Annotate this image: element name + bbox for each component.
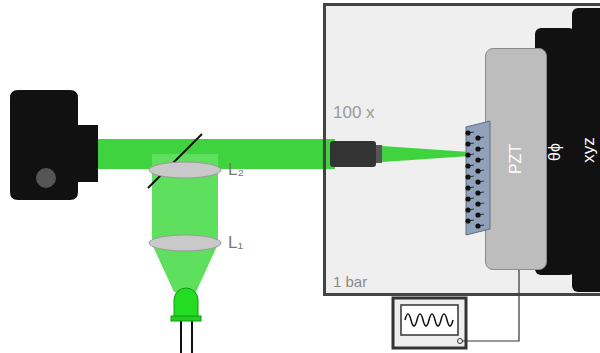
led-lead: [180, 318, 182, 353]
focused-beam: [382, 146, 470, 162]
led-rim: [171, 316, 201, 321]
chamber-label: 1 bar: [333, 273, 367, 290]
nanowire: [468, 198, 474, 199]
nanowire-tip: [465, 207, 470, 212]
nanowire: [478, 225, 484, 226]
nanowire: [478, 148, 484, 149]
nanowire: [478, 192, 484, 193]
chamber-ground: [323, 3, 600, 293]
xyz-stage: xyz: [572, 8, 600, 292]
nanowire: [468, 176, 474, 177]
lens-label: L₁: [228, 233, 243, 253]
nanowire-tip: [475, 190, 480, 195]
objective-label: 100 x: [333, 103, 375, 123]
beam-splitter: [148, 134, 202, 188]
nanowire-tip: [475, 223, 480, 228]
objective: [330, 141, 376, 167]
nanowire: [468, 132, 474, 133]
nanowire-tip: [465, 174, 470, 179]
generator-screen: [401, 305, 458, 335]
stage-label: PZT: [507, 144, 525, 174]
nanowire: [468, 143, 474, 144]
nanowire: [478, 159, 484, 160]
camera-button: [36, 168, 56, 188]
nanowire: [478, 203, 484, 204]
nanowire-tip: [475, 168, 480, 173]
nanowire-tip: [465, 130, 470, 135]
output-jack: [458, 339, 463, 344]
stage-label: θϕ: [546, 143, 564, 161]
nanowire: [478, 170, 484, 171]
nanowire-tip: [465, 218, 470, 223]
lens-label: L₂: [228, 160, 244, 180]
nanowire: [478, 137, 484, 138]
nanowire-tip: [475, 201, 480, 206]
function-generator: [393, 298, 466, 348]
pressure-chamber: 1 bar PZT θϕxyz: [323, 3, 600, 296]
nanowire: [468, 220, 474, 221]
lens: [149, 235, 221, 251]
nanowire: [468, 154, 474, 155]
nanowire: [478, 181, 484, 182]
nanowire-tip: [465, 152, 470, 157]
pzt-stage: PZT: [485, 48, 547, 270]
nanowire-tip: [475, 157, 480, 162]
nanowire: [478, 214, 484, 215]
camera: [10, 90, 98, 200]
led-body: [174, 288, 198, 318]
nanowire-tip: [465, 141, 470, 146]
nanowire-tip: [465, 163, 470, 168]
nanowire: [468, 165, 474, 166]
lens: [149, 162, 221, 178]
signal-wire: [462, 266, 519, 341]
nanowire: [468, 209, 474, 210]
nanowire-tip: [475, 179, 480, 184]
nanowire-tip: [465, 185, 470, 190]
led-lead: [191, 318, 193, 353]
nanowire-tip: [475, 135, 480, 140]
nanowire-tip: [475, 212, 480, 217]
objective-tip: [376, 145, 382, 163]
nanowire: [468, 187, 474, 188]
stage-label: xyz: [579, 137, 599, 163]
nanowire-tip: [465, 196, 470, 201]
nanowire-tip: [475, 146, 480, 151]
sine-wave: [405, 314, 453, 326]
